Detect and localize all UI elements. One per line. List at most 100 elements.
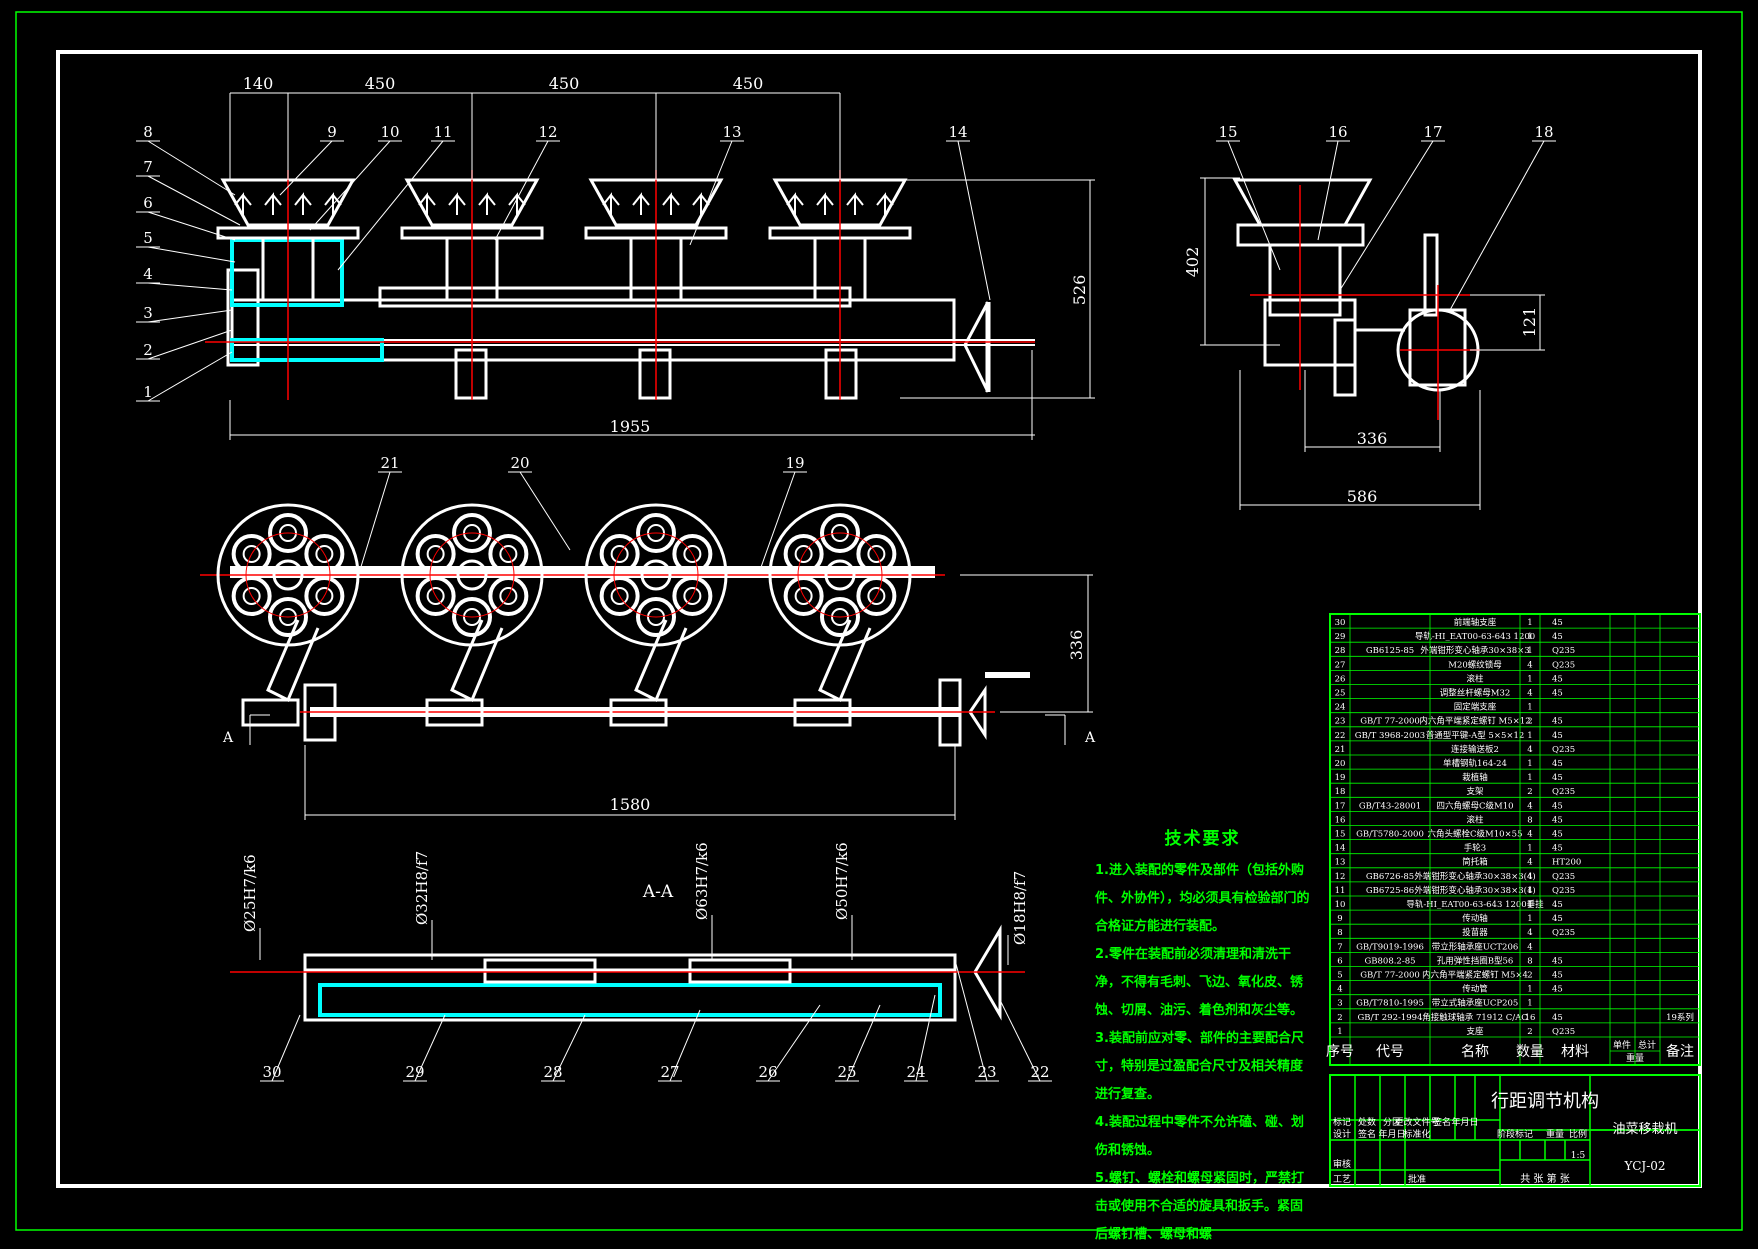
bom-cell: 23 <box>1335 717 1346 727</box>
section-view <box>230 924 1025 1022</box>
balloon-23: 23 <box>954 959 999 1082</box>
bom-cell: 45 <box>1552 844 1563 854</box>
balloon-2: 2 <box>136 329 233 360</box>
bom-cell: 45 <box>1552 632 1563 642</box>
bom-cell: 16 <box>1525 1013 1536 1023</box>
svg-text:4: 4 <box>143 265 153 283</box>
drawing-title: 行距调节机构 <box>1491 1091 1599 1112</box>
bom-cell: 26 <box>1335 674 1346 684</box>
bom-cell: 普通型平键-A型 5×5×12 <box>1426 730 1525 741</box>
svg-text:17: 17 <box>1423 123 1442 141</box>
bom-cell: 1 <box>1527 731 1532 741</box>
bom-cell: 18 <box>1335 787 1346 797</box>
bom-cell: 16 <box>1335 815 1346 825</box>
balloon-4: 4 <box>136 265 233 291</box>
bom-cell: 2 <box>1527 787 1532 797</box>
title-block-label: 标记 <box>1333 1116 1351 1128</box>
bom-cell: 4 <box>1527 872 1532 882</box>
balloon-8: 8 <box>136 123 236 196</box>
bom-cell: 19系列 <box>1666 1012 1694 1023</box>
svg-text:22: 22 <box>1030 1063 1049 1081</box>
balloon-16: 16 <box>1317 123 1350 241</box>
bom-cell: 带立式轴承座UCP205 <box>1432 998 1519 1009</box>
bom-cell: 1 <box>1527 999 1532 1009</box>
bom-cell: 25 <box>1335 689 1346 699</box>
bom-cell: 22 <box>1335 731 1346 741</box>
drawing-scale: 1:5 <box>1571 1151 1586 1161</box>
bom-cell: 固定端支座 <box>1454 702 1497 713</box>
balloon-13: 13 <box>689 123 744 246</box>
section-mark-right: A <box>1084 730 1096 746</box>
balloon-27: 27 <box>658 1009 701 1082</box>
bom-header-cell: 序号 <box>1326 1044 1354 1060</box>
balloon-6: 6 <box>136 194 236 241</box>
balloon-15: 15 <box>1216 123 1281 271</box>
section-mark-left: A <box>222 730 234 746</box>
bom-cell: GB/T5780-2000 <box>1356 830 1424 840</box>
title-block-label: 年月日 <box>1451 1116 1478 1128</box>
bom-cell: 10 <box>1335 900 1346 910</box>
bom-cell: HT200 <box>1552 858 1581 868</box>
section-title: A-A <box>642 882 674 902</box>
dim-336-side: 336 <box>1357 429 1388 448</box>
svg-text:29: 29 <box>405 1063 424 1081</box>
svg-text:21: 21 <box>380 454 399 472</box>
svg-text:10: 10 <box>380 123 399 141</box>
dim-450-b: 450 <box>549 74 580 93</box>
plan-view <box>200 503 1030 747</box>
side-dimensions <box>1200 177 1545 510</box>
bom-cell: GB/T9019-1996 <box>1356 942 1424 952</box>
bom-cell: 导轨-HI_EAT00-63-643 1200 <box>1415 631 1535 642</box>
bom-cell: 45 <box>1552 815 1563 825</box>
plan-dimensions <box>249 574 1093 820</box>
title-block-label: 更改文件号 <box>1394 1116 1439 1128</box>
bom-cell: 14 <box>1335 844 1346 854</box>
fit-25: Ø25H7/k6 <box>241 854 259 932</box>
bom-cell: 内六角平端紧定螺钉 M5×12 <box>1419 716 1530 727</box>
svg-text:6: 6 <box>143 194 153 212</box>
bom-header-cell: 单件 <box>1613 1039 1631 1051</box>
balloon-9: 9 <box>279 123 344 196</box>
title-block-label: 签名 <box>1358 1128 1376 1140</box>
dim-450-a: 450 <box>365 74 396 93</box>
bom-cell: 滚柱 <box>1466 814 1484 825</box>
bom-cell: Q235 <box>1552 660 1575 670</box>
title-block <box>1329 1074 1701 1187</box>
dim-336-plan: 336 <box>1067 630 1086 661</box>
bom-cell: 1 <box>1337 1027 1342 1037</box>
svg-text:9: 9 <box>327 123 337 141</box>
bom-cell: 12 <box>1335 872 1346 882</box>
balloon-24: 24 <box>904 994 936 1082</box>
svg-text:30: 30 <box>262 1063 281 1081</box>
bom-cell: 45 <box>1552 618 1563 628</box>
bom-cell: 1 <box>1527 759 1532 769</box>
machine-name: 油菜移栽机 <box>1612 1121 1677 1137</box>
bom-cell: 支座 <box>1466 1026 1484 1037</box>
balloon-17: 17 <box>1339 123 1445 291</box>
svg-text:2: 2 <box>143 341 153 359</box>
bom-cell: 45 <box>1552 759 1563 769</box>
balloon-11: 11 <box>337 123 455 271</box>
bom-cell: 连接输送板2 <box>1451 744 1499 755</box>
balloon-26: 26 <box>756 1004 821 1082</box>
dim-1955: 1955 <box>610 417 651 436</box>
title-block-label: 批准 <box>1408 1173 1426 1185</box>
bom-cell: 7 <box>1337 942 1342 952</box>
balloon-29: 29 <box>403 1014 446 1082</box>
dim-1580: 1580 <box>610 795 651 814</box>
bom-cell: 4 <box>1527 858 1532 868</box>
bom-header-cell: 代号 <box>1376 1044 1404 1060</box>
title-block-label: 签名 <box>1433 1116 1451 1128</box>
balloon-19: 19 <box>759 454 807 571</box>
balloon-10: 10 <box>309 123 402 231</box>
